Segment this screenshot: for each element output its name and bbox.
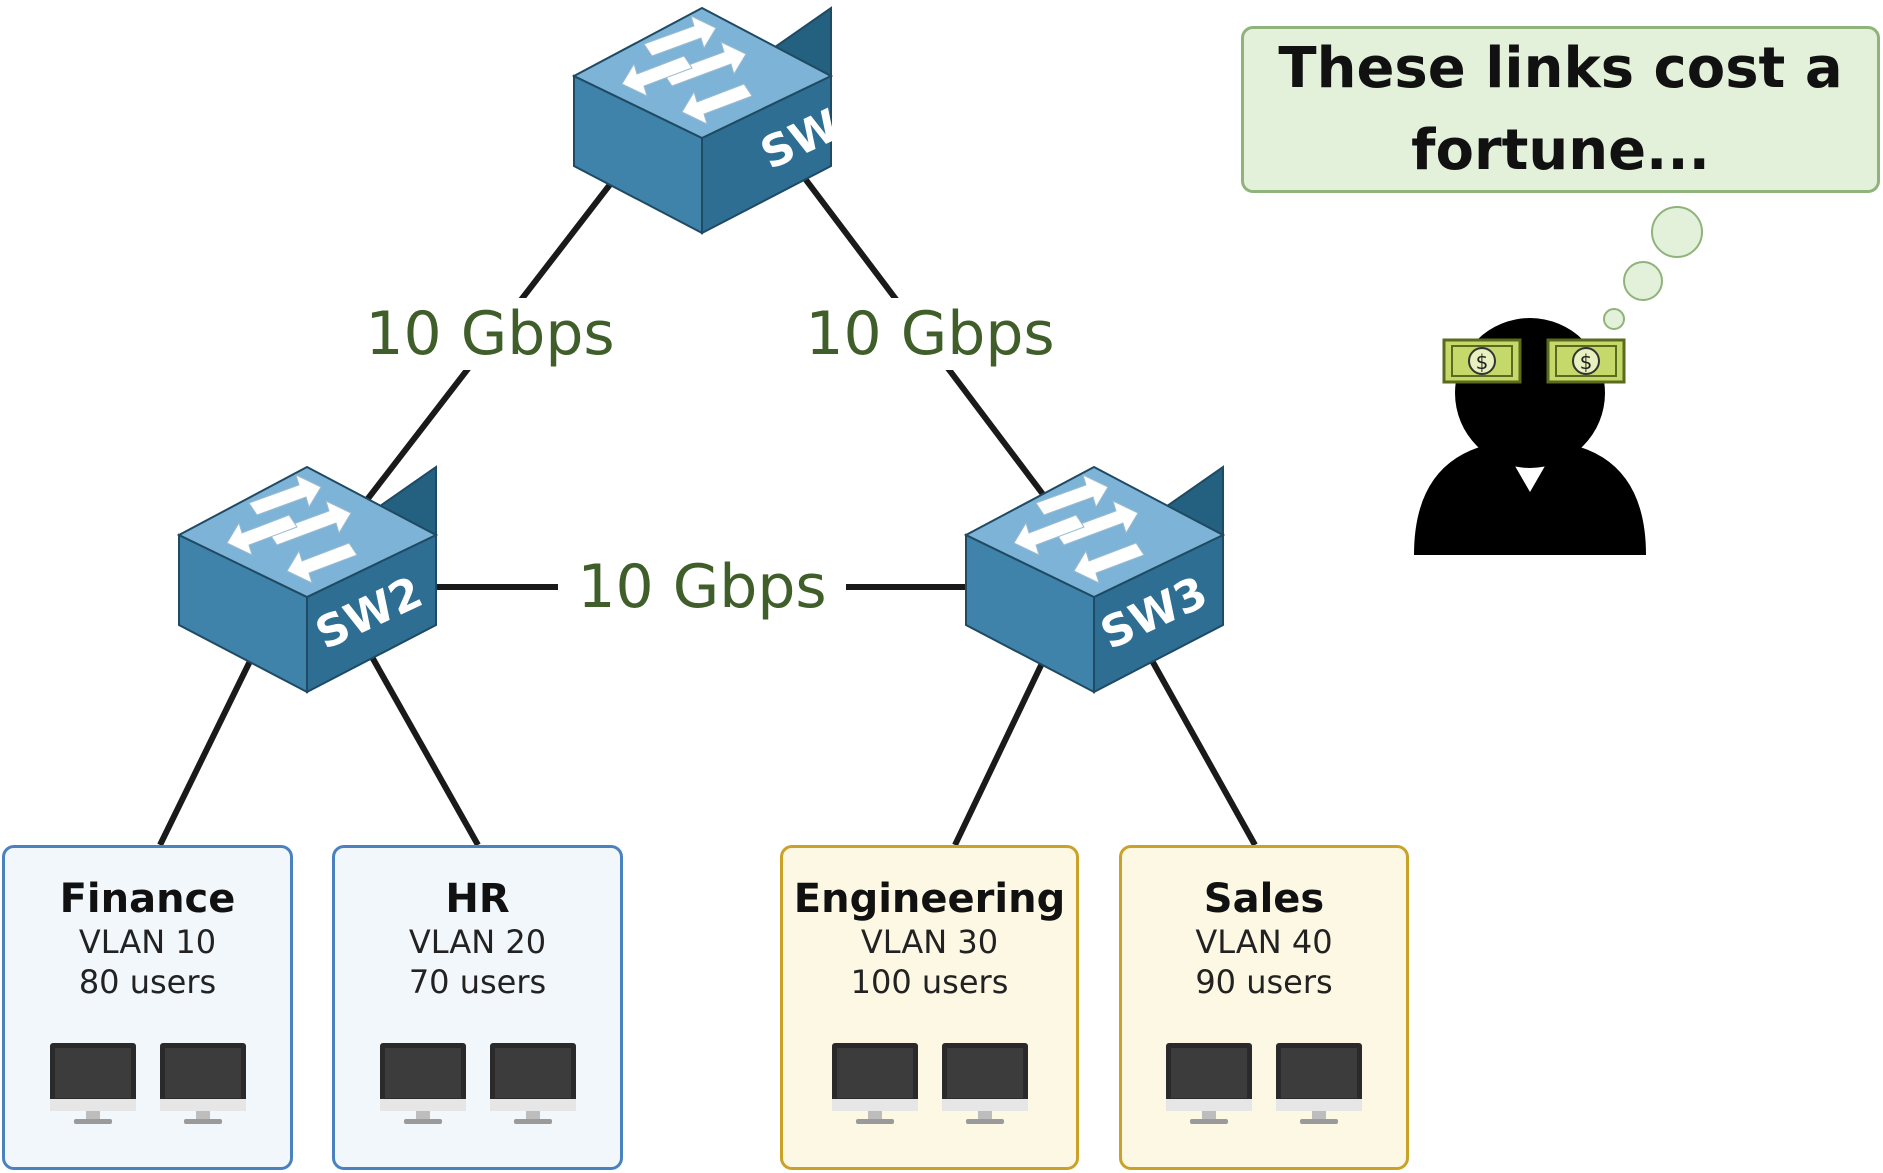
monitor-icon	[831, 1043, 918, 1124]
vlan-id: VLAN 20	[408, 923, 547, 961]
link-label-sw2-sw3: 10 Gbps	[558, 551, 846, 623]
user-count: 90 users	[1195, 963, 1333, 1001]
dollar-bill-icon: $	[1442, 338, 1522, 384]
thought-text: These links cost a fortune...	[1278, 35, 1843, 183]
vlan-box-engineering: Engineering VLAN 30 100 users	[780, 845, 1079, 1170]
thought-dot-large	[1651, 206, 1703, 258]
vlan-id: VLAN 10	[78, 923, 217, 961]
svg-text:$: $	[1580, 350, 1593, 374]
dollar-bill-icon: $	[1546, 338, 1626, 384]
link-sw2-finance	[157, 655, 255, 847]
monitor-icon	[1276, 1043, 1362, 1124]
pc-group	[783, 1043, 1076, 1125]
department-name: Sales	[1203, 876, 1325, 922]
thought-dot-small	[1603, 308, 1625, 330]
link-label-sw1-sw3: 10 Gbps	[796, 298, 1064, 370]
vlan-id: VLAN 30	[860, 923, 999, 961]
thought-dot-medium	[1623, 261, 1663, 301]
monitor-icon	[1166, 1043, 1252, 1124]
user-count: 100 users	[850, 963, 1009, 1001]
vlan-box-hr: HR VLAN 20 70 users	[332, 845, 623, 1170]
pc-group	[5, 1043, 290, 1125]
vlan-box-sales: Sales VLAN 40 90 users	[1119, 845, 1409, 1170]
svg-text:$: $	[1476, 350, 1489, 374]
monitor-icon	[489, 1043, 576, 1124]
monitor-icon	[379, 1043, 466, 1124]
department-name: Finance	[59, 876, 236, 922]
vlan-box-finance: Finance VLAN 10 80 users	[2, 845, 293, 1170]
department-name: Engineering	[793, 876, 1066, 922]
monitor-icon	[941, 1043, 1028, 1124]
link-sw2-hr	[369, 655, 481, 847]
link-sw3-engineering	[952, 655, 1048, 847]
user-count: 70 users	[408, 963, 547, 1001]
monitor-icon	[49, 1043, 136, 1124]
pc-group	[335, 1043, 620, 1125]
pc-group	[1122, 1043, 1406, 1125]
department-name: HR	[445, 876, 510, 922]
thought-bubble: These links cost a fortune...	[1241, 26, 1880, 193]
user-count: 80 users	[78, 963, 217, 1001]
vlan-id: VLAN 40	[1195, 923, 1333, 961]
link-sw3-sales	[1147, 655, 1258, 847]
monitor-icon	[159, 1043, 246, 1124]
link-label-sw1-sw2: 10 Gbps	[356, 298, 624, 370]
